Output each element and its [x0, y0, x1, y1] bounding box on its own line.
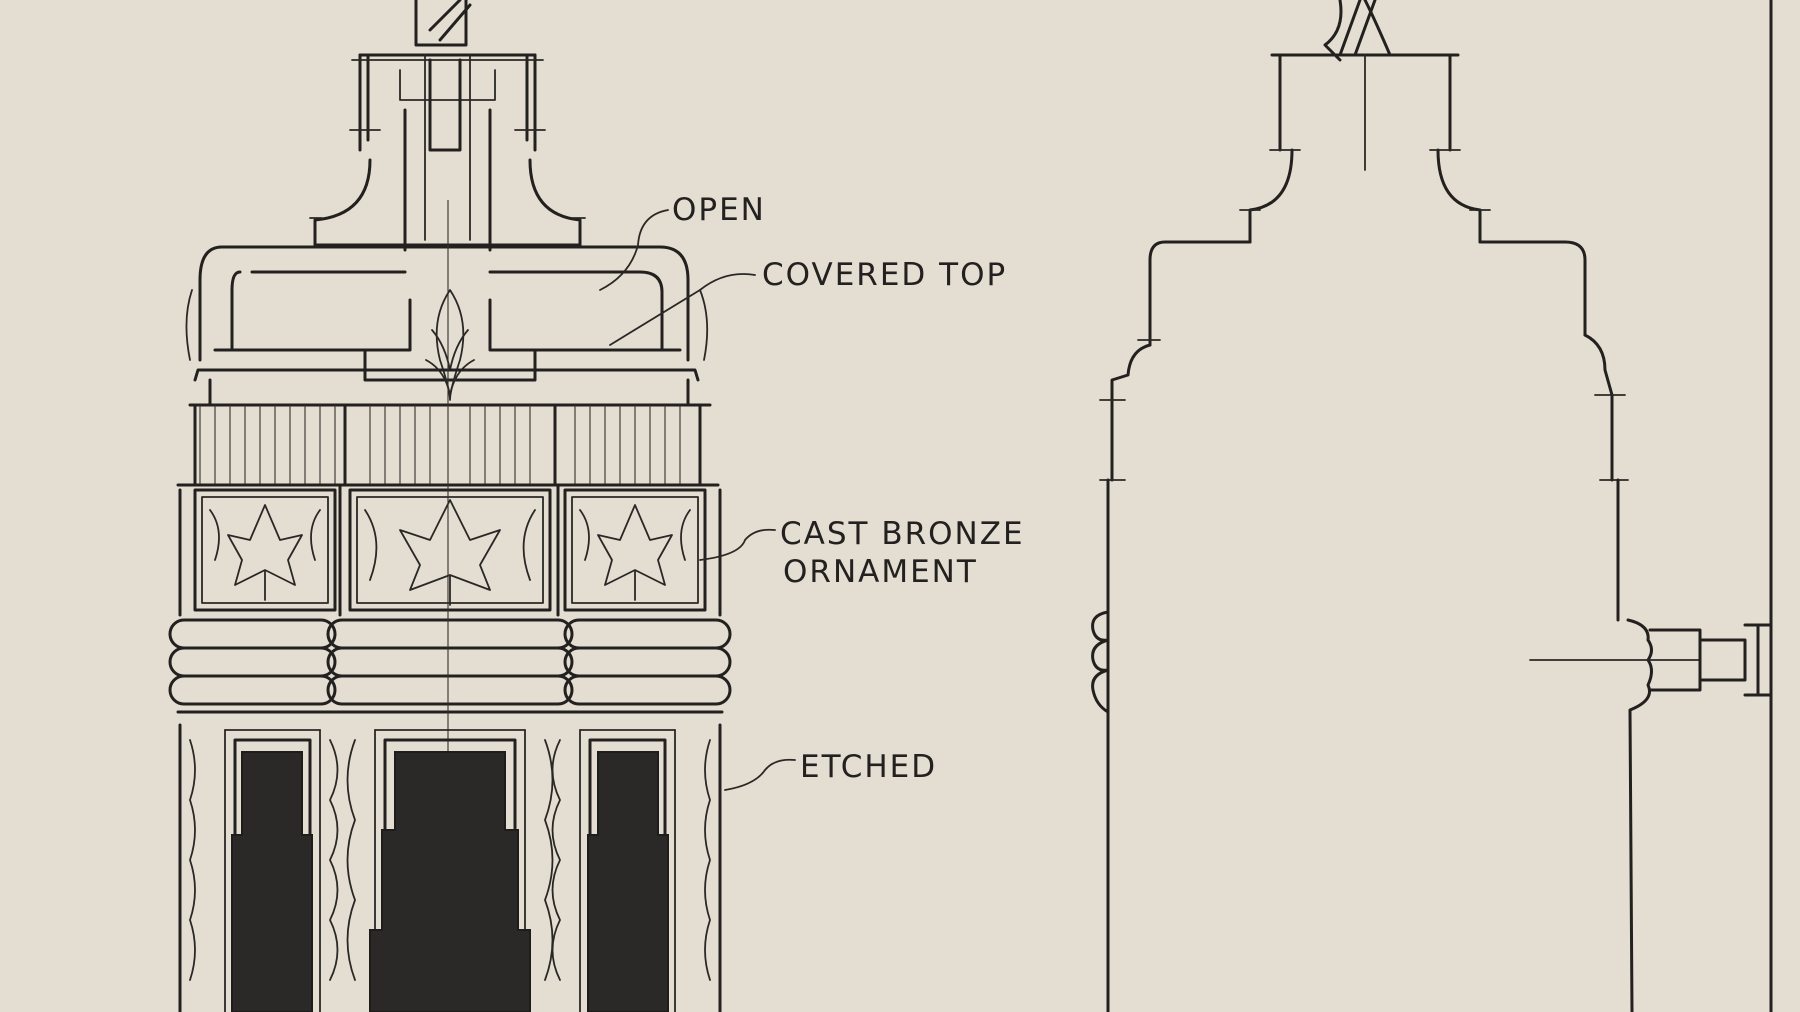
etched-panel-right — [587, 751, 669, 1012]
side-elevation — [1091, 0, 1773, 1012]
label-open: OPEN — [672, 192, 766, 228]
reed-bands — [168, 618, 732, 706]
etched-panel-left — [231, 751, 313, 1012]
label-cast-bronze-line2: ORNAMENT — [783, 554, 978, 590]
label-cast-bronze-line1: CAST BRONZE — [780, 516, 1025, 552]
label-etched: ETCHED — [800, 749, 938, 785]
front-elevation — [168, 0, 796, 1012]
label-covered-top: COVERED TOP — [762, 257, 1008, 293]
etched-panel-center — [369, 751, 531, 1012]
